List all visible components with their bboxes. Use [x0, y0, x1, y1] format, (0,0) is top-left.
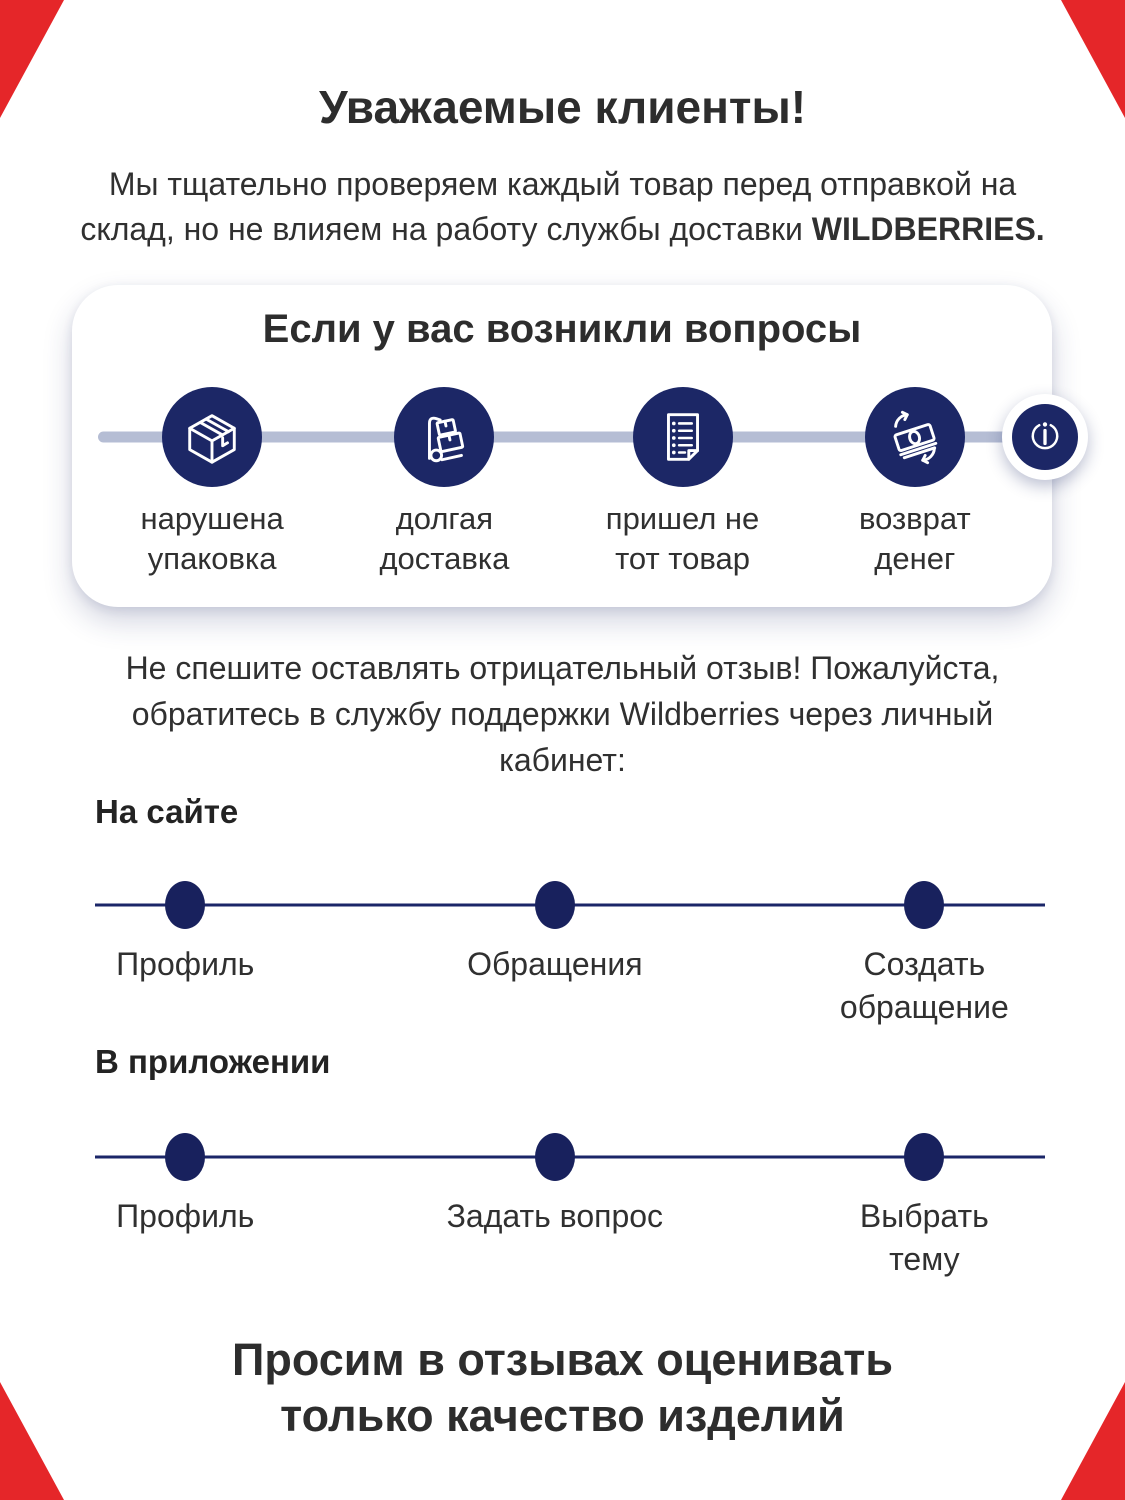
step-label-profile: Профиль [116, 946, 255, 982]
step-label-profile: Профиль [116, 1198, 255, 1234]
questions-card-title: Если у вас возникли вопросы [262, 307, 862, 351]
checklist-icon-circle [632, 387, 733, 487]
step-label-create-request: Создать обращение [839, 946, 1009, 1025]
questions-icons-row [72, 385, 1089, 489]
timeline-dot [904, 881, 945, 929]
step-label-choose-topic: Выбрать тему [859, 1198, 989, 1277]
item-label-delivery: долгая доставка [379, 501, 510, 576]
brand-name: WILDBERRIES. [811, 211, 1045, 247]
step-label-ask-question: Задать вопрос [446, 1198, 664, 1234]
item-label-wrong-item: пришел не тот товар [605, 501, 760, 576]
site-step-labels: Профиль Обращения Создать обращение [95, 943, 1045, 1043]
intro-text: Мы тщательно проверяем каждый товар пере… [80, 166, 1017, 247]
package-box-icon-circle [162, 387, 263, 487]
hand-truck-icon [413, 406, 475, 468]
corner-ribbon-bottom-left [0, 1382, 64, 1500]
support-note: Не спешите оставлять отрицательный отзыв… [125, 650, 1000, 778]
corner-ribbon-bottom-right [1061, 1382, 1125, 1500]
timeline-dot [904, 1133, 945, 1181]
timeline-dot [534, 881, 575, 929]
money-refund-icon-circle [864, 387, 965, 487]
timeline-dot [165, 881, 206, 929]
timeline-dot [165, 1133, 206, 1181]
app-timeline [95, 1133, 1045, 1181]
page-title: Уважаемые клиенты! [318, 81, 807, 133]
package-box-icon [181, 406, 243, 468]
site-timeline [95, 881, 1045, 929]
item-label-packaging: нарушена упаковка [140, 501, 284, 576]
app-heading: В приложении [95, 1043, 331, 1080]
money-refund-icon [884, 406, 946, 468]
power-badge-inner [1012, 404, 1079, 470]
questions-card: Если у вас возникли вопросы [72, 285, 1089, 607]
site-heading: На сайте [95, 793, 239, 830]
corner-ribbon-top-left [0, 0, 64, 118]
questions-labels-row: нарушена упаковка долгая доставка пришел… [72, 499, 1052, 589]
intro-paragraph: Мы тщательно проверяем каждый товар пере… [0, 162, 1125, 252]
power-info-icon [1022, 414, 1068, 460]
checklist-icon [652, 406, 714, 468]
step-label-requests: Обращения [467, 946, 643, 982]
timeline-dot [534, 1133, 575, 1181]
item-label-refund: возврат денег [858, 501, 971, 576]
connector-line [98, 431, 1044, 443]
footer-title: Просим в отзывах оценивать только качест… [231, 1334, 894, 1441]
hand-truck-icon-circle [394, 387, 495, 487]
app-step-labels: Профиль Задать вопрос Выбрать тему [95, 1195, 1045, 1295]
power-badge [1002, 394, 1089, 480]
corner-ribbon-top-right [1061, 0, 1125, 118]
